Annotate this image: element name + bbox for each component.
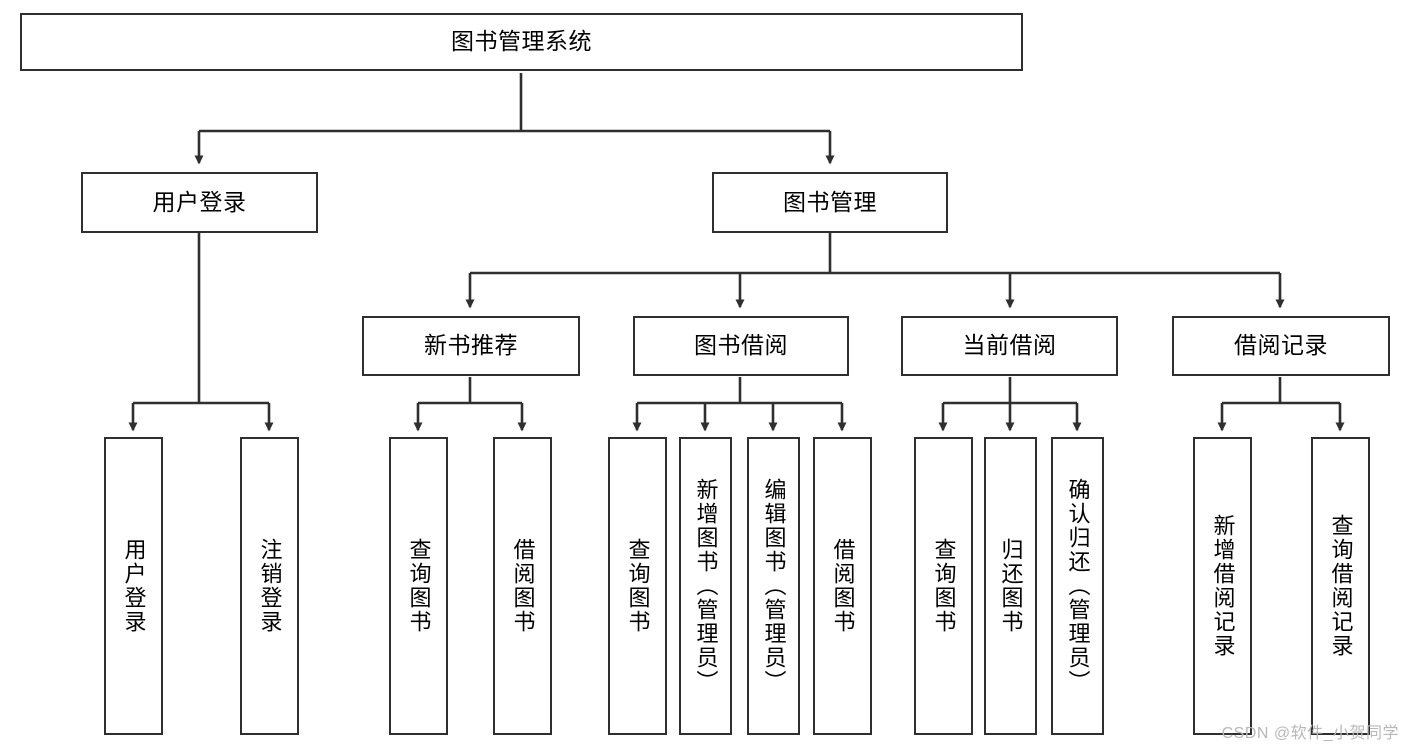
node-leaf-user-login-label: 用户登录 [121,538,147,634]
node-user-login-label: 用户登录 [152,188,247,215]
node-leaf-add-record[interactable]: 新增借阅记录 [1193,437,1252,735]
node-current-borrow[interactable]: 当前借阅 [901,316,1118,376]
node-leaf-borrow-book-1[interactable]: 借阅图书 [493,437,552,735]
node-book-manage[interactable]: 图书管理 [712,172,948,233]
node-leaf-logout-label: 注销登录 [257,538,283,634]
node-leaf-confirm-return[interactable]: 确认归还（管理员） [1051,437,1104,735]
node-leaf-add-book-label: 新增图书（管理员） [693,478,719,694]
node-leaf-query-book-3-label: 查询图书 [931,538,957,634]
node-leaf-query-record-label: 查询借阅记录 [1328,514,1354,658]
node-new-book-rec[interactable]: 新书推荐 [362,316,580,376]
node-leaf-confirm-return-label: 确认归还（管理员） [1065,478,1091,694]
node-book-borrow-label: 图书借阅 [694,332,788,359]
node-leaf-query-book-2[interactable]: 查询图书 [608,437,667,735]
node-leaf-query-record[interactable]: 查询借阅记录 [1311,437,1370,735]
node-leaf-user-login[interactable]: 用户登录 [104,437,163,735]
csdn-watermark: CSDN @软件_小贺同学 [1221,725,1399,742]
node-leaf-add-book[interactable]: 新增图书（管理员） [679,437,732,735]
node-leaf-query-book-2-label: 查询图书 [625,538,651,634]
node-leaf-query-book-1-label: 查询图书 [406,538,432,634]
node-current-borrow-label: 当前借阅 [962,332,1057,359]
node-leaf-edit-book-label: 编辑图书（管理员） [761,478,787,694]
node-leaf-return-book[interactable]: 归还图书 [984,437,1037,735]
node-leaf-borrow-book-2[interactable]: 借阅图书 [813,437,872,735]
node-leaf-logout[interactable]: 注销登录 [240,437,299,735]
node-borrow-record-label: 借阅记录 [1234,332,1328,359]
node-leaf-edit-book[interactable]: 编辑图书（管理员） [747,437,800,735]
node-leaf-query-book-1[interactable]: 查询图书 [389,437,448,735]
node-root-label: 图书管理系统 [451,28,592,55]
node-leaf-query-book-3[interactable]: 查询图书 [914,437,973,735]
node-leaf-borrow-book-2-label: 借阅图书 [830,538,856,634]
node-leaf-borrow-book-1-label: 借阅图书 [510,538,536,634]
node-book-manage-label: 图书管理 [783,188,877,215]
node-leaf-return-book-label: 归还图书 [998,538,1024,634]
node-borrow-record[interactable]: 借阅记录 [1172,316,1390,376]
node-book-borrow[interactable]: 图书借阅 [633,316,849,376]
node-leaf-add-record-label: 新增借阅记录 [1210,514,1236,658]
node-root[interactable]: 图书管理系统 [20,13,1023,71]
node-new-book-rec-label: 新书推荐 [424,332,518,359]
node-user-login[interactable]: 用户登录 [81,172,318,233]
